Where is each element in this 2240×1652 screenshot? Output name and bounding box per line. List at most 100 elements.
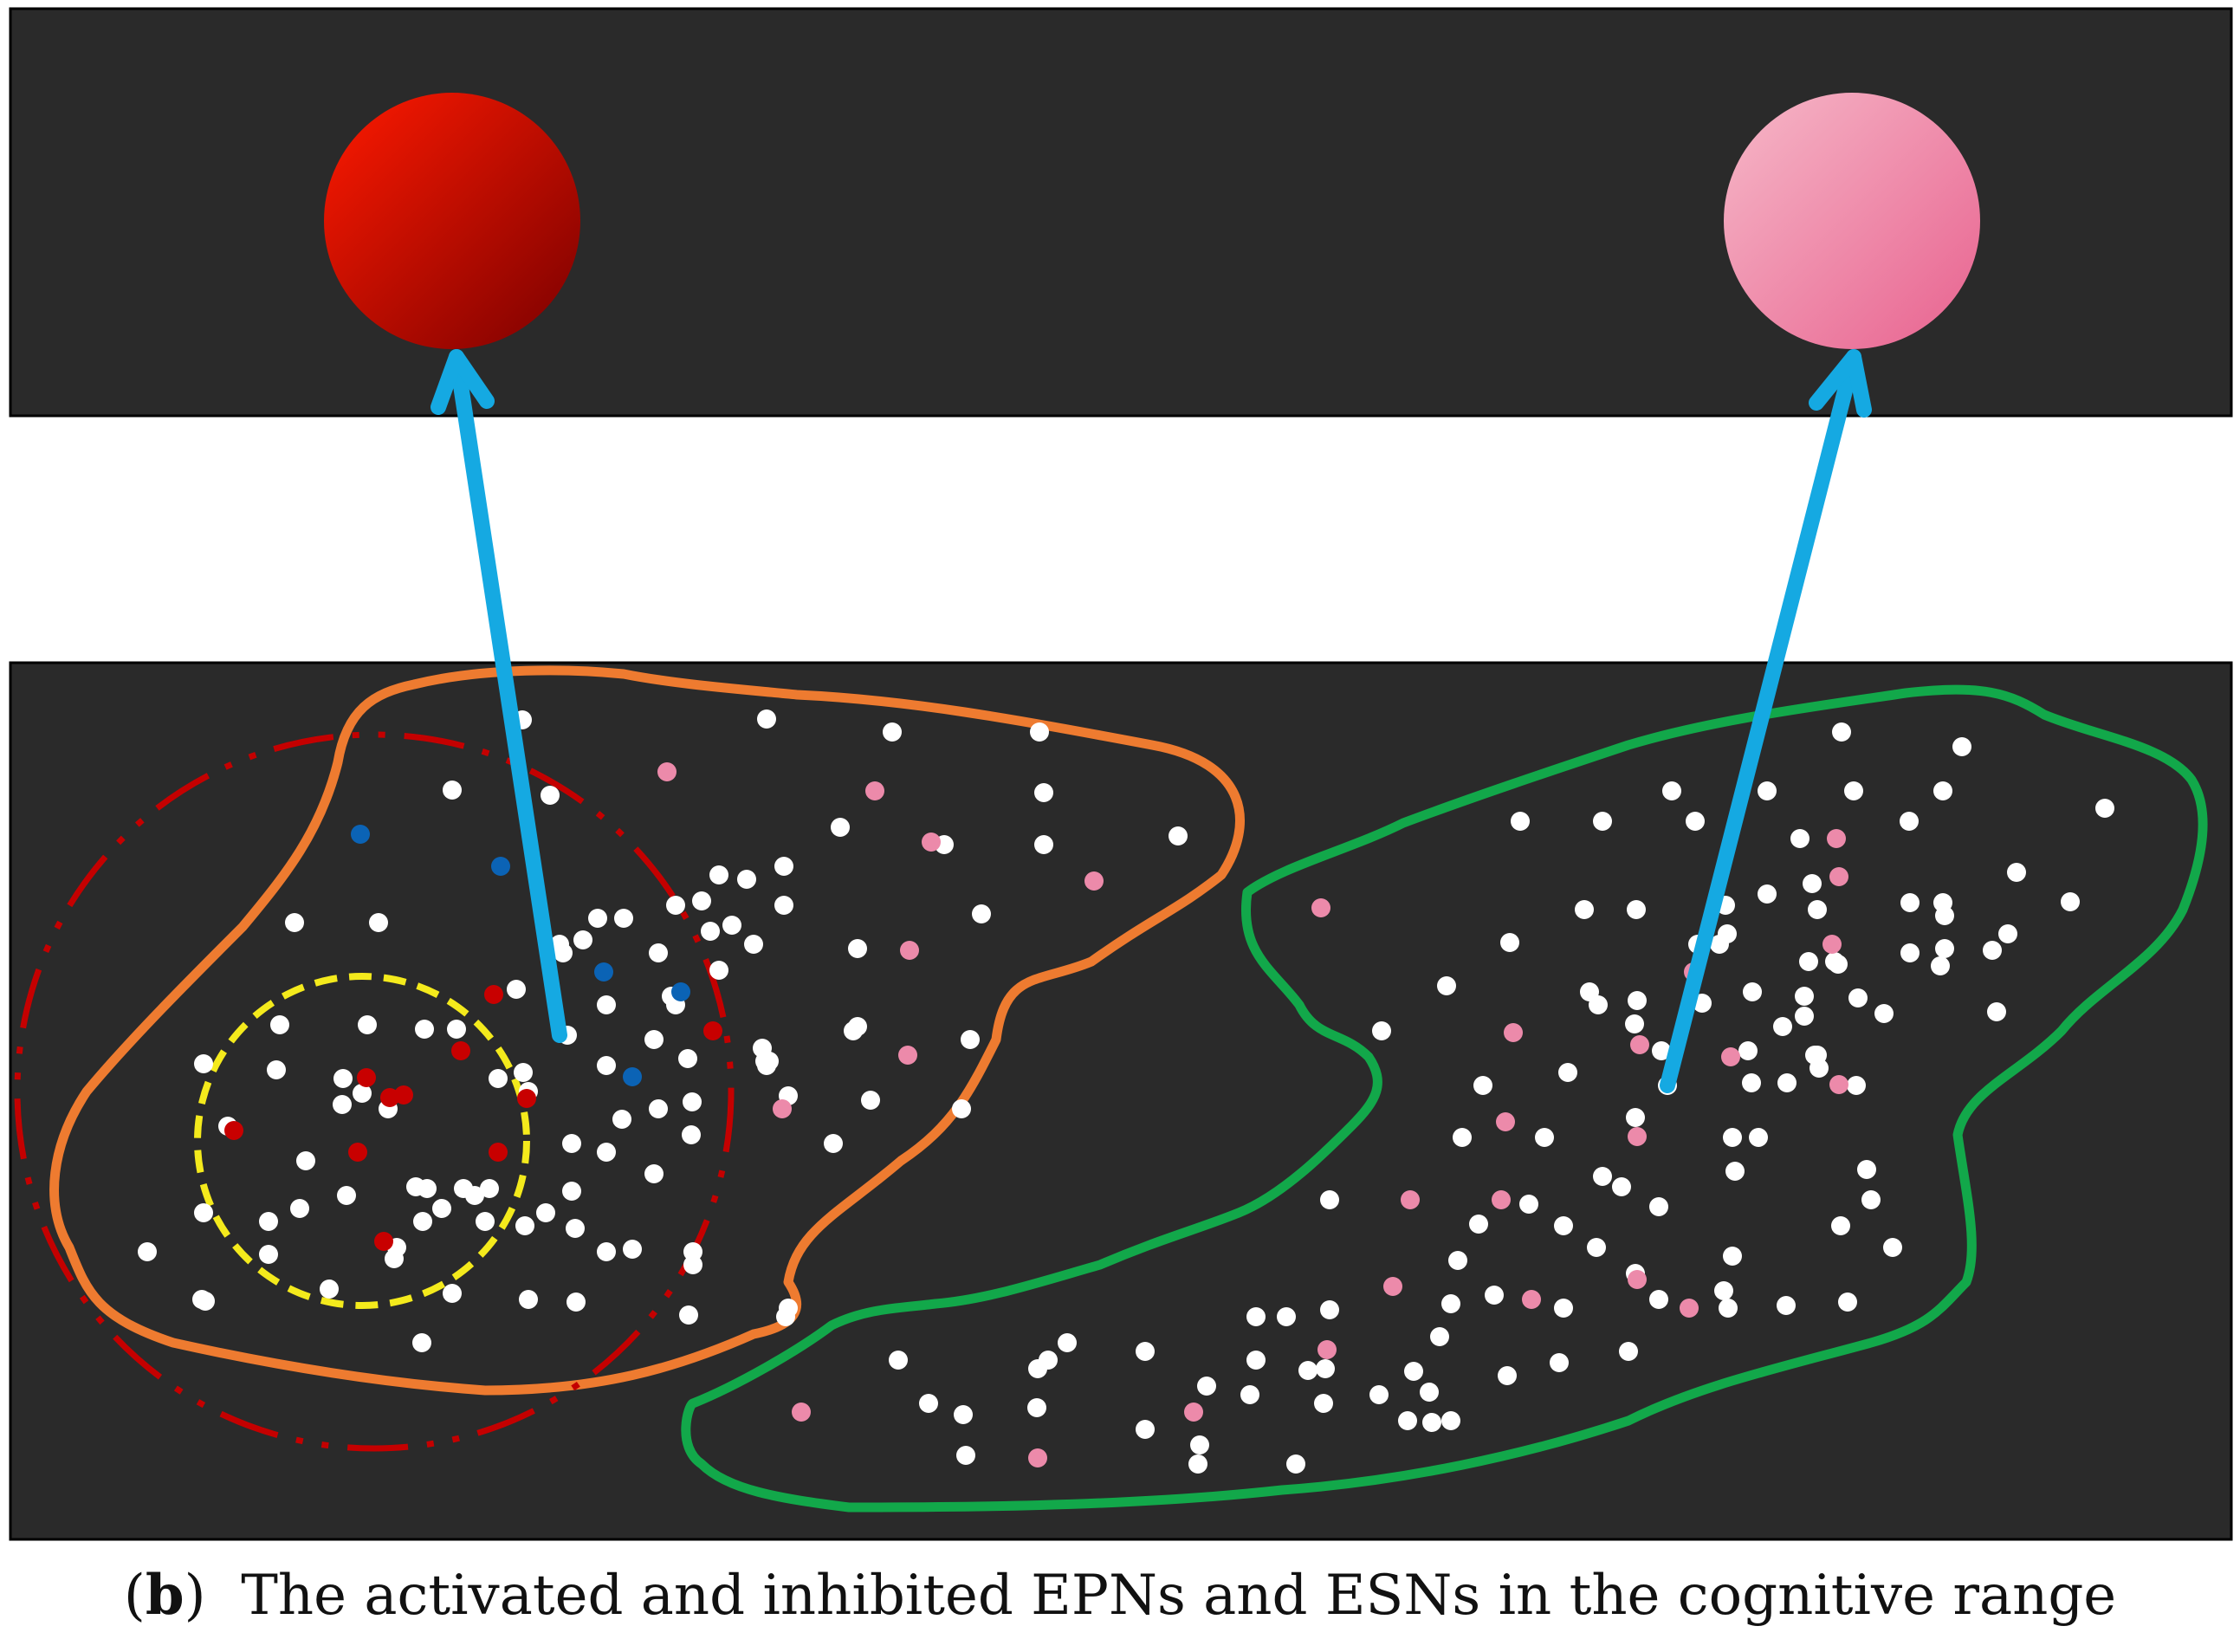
neuron-dot xyxy=(566,1292,586,1312)
neuron-dot xyxy=(1492,1190,1511,1209)
neuron-dot xyxy=(1714,1281,1733,1300)
neuron-dot xyxy=(1758,781,1777,800)
figure-caption: (b) The activated and inhibited EPNs and… xyxy=(123,1563,2117,1628)
neuron-dot xyxy=(1277,1307,1296,1326)
neuron-dot xyxy=(1773,1017,1792,1036)
neuron-dot xyxy=(2095,799,2114,818)
neuron-dot xyxy=(1028,1359,1047,1378)
neuron-dot xyxy=(1935,906,1954,925)
neuron-dot xyxy=(737,870,756,889)
neuron-dot xyxy=(919,1394,938,1413)
neuron-dot xyxy=(1686,812,1705,831)
neuron-dot xyxy=(1320,1190,1339,1209)
neuron-dot xyxy=(1749,1128,1768,1147)
neuron-dot xyxy=(515,1216,534,1235)
neuron-dot xyxy=(443,1284,462,1303)
neuron-dot xyxy=(1197,1377,1216,1396)
neuron-dot xyxy=(1822,935,1842,954)
neuron-dot xyxy=(649,1099,668,1118)
neuron-dot xyxy=(415,1020,434,1039)
neuron-dot xyxy=(1628,1270,1647,1289)
neuron-dot xyxy=(671,982,690,1001)
neuron-dot xyxy=(1240,1385,1259,1404)
neuron-dot xyxy=(333,1095,352,1114)
neuron-dot xyxy=(566,1219,585,1238)
neuron-dot xyxy=(451,1041,470,1060)
neuron-dot xyxy=(1430,1327,1449,1346)
neuron-dot xyxy=(519,1290,538,1309)
neuron-dot xyxy=(357,1068,376,1087)
outer-red-range xyxy=(14,731,735,1452)
neuron-dot xyxy=(1246,1351,1266,1370)
neuron-dot xyxy=(489,1143,508,1162)
neuron-dot xyxy=(1286,1454,1305,1474)
neuron-dot xyxy=(1758,884,1777,904)
neuron-dot xyxy=(831,818,850,837)
neuron-dot xyxy=(507,980,526,999)
neuron-dot xyxy=(1935,939,1954,958)
neuron-dot xyxy=(1188,1454,1207,1474)
neuron-dot xyxy=(1441,1294,1460,1313)
neuron-dots xyxy=(138,709,2114,1474)
neuron-dot xyxy=(374,1232,393,1251)
neuron-dot xyxy=(320,1279,339,1299)
neuron-dot xyxy=(657,762,677,781)
neuron-dot xyxy=(573,930,592,949)
neuron-dot xyxy=(1469,1215,1488,1234)
neuron-dot xyxy=(1511,812,1530,831)
neuron-dot xyxy=(1575,900,1594,919)
neuron-dot xyxy=(194,1054,213,1073)
neuron-dot xyxy=(480,1179,499,1198)
neuron-dot xyxy=(1558,1063,1577,1082)
neuron-dot xyxy=(476,1212,495,1231)
neuron-dot xyxy=(296,1151,315,1170)
neuron-dot xyxy=(900,941,919,960)
neuron-dot xyxy=(1900,812,1919,831)
neuron-dot xyxy=(1723,1128,1742,1147)
neuron-dot xyxy=(1652,1041,1671,1060)
caption-label: b xyxy=(145,1563,185,1628)
neuron-dot xyxy=(224,1121,243,1140)
neuron-dot xyxy=(1777,1296,1796,1315)
neuron-dot xyxy=(1504,1023,1523,1042)
neuron-dot xyxy=(1398,1411,1417,1430)
neuron-dot xyxy=(1987,1002,2006,1021)
neuron-dot xyxy=(1628,991,1647,1010)
bottom-panel xyxy=(9,661,2233,1541)
neuron-dot xyxy=(1831,1216,1850,1235)
neuron-dot xyxy=(666,896,685,915)
neuron-dot xyxy=(692,891,711,910)
neuron-dot xyxy=(1500,933,1519,952)
neuron-dot xyxy=(1795,1007,1814,1026)
neuron-dot xyxy=(683,1242,702,1261)
neuron-dot xyxy=(1662,781,1681,800)
neuron-dot xyxy=(1847,1076,1866,1095)
neuron-dot xyxy=(612,1110,631,1129)
neuron-dot xyxy=(844,1021,863,1040)
neuron-dot xyxy=(1723,1247,1742,1266)
neuron-dot xyxy=(536,1203,555,1222)
neuron-dot xyxy=(432,1199,451,1218)
pink-node xyxy=(1724,93,1980,349)
neuron-dot xyxy=(865,781,884,800)
neuron-dot xyxy=(385,1249,404,1268)
neuron-dot xyxy=(1874,1004,1894,1023)
neuron-dot xyxy=(1550,1353,1569,1372)
neuron-dot xyxy=(1829,1075,1848,1094)
neuron-dot xyxy=(1721,1047,1740,1066)
neuron-dot xyxy=(1627,900,1646,919)
neuron-dot xyxy=(1829,955,1848,974)
neuron-dot xyxy=(1311,898,1330,917)
neuron-dot xyxy=(1136,1420,1155,1439)
neuron-dot xyxy=(562,1182,581,1201)
green-region xyxy=(681,684,2208,1513)
neuron-dot xyxy=(1383,1277,1402,1296)
neuron-dot xyxy=(952,1099,971,1118)
neuron-dot xyxy=(588,909,607,928)
neuron-dot xyxy=(922,832,941,852)
neuron-dot xyxy=(1795,987,1814,1006)
neuron-dot xyxy=(1593,812,1612,831)
neuron-dot xyxy=(484,985,503,1004)
neuron-dot xyxy=(1320,1300,1339,1319)
neuron-dot xyxy=(443,781,462,800)
